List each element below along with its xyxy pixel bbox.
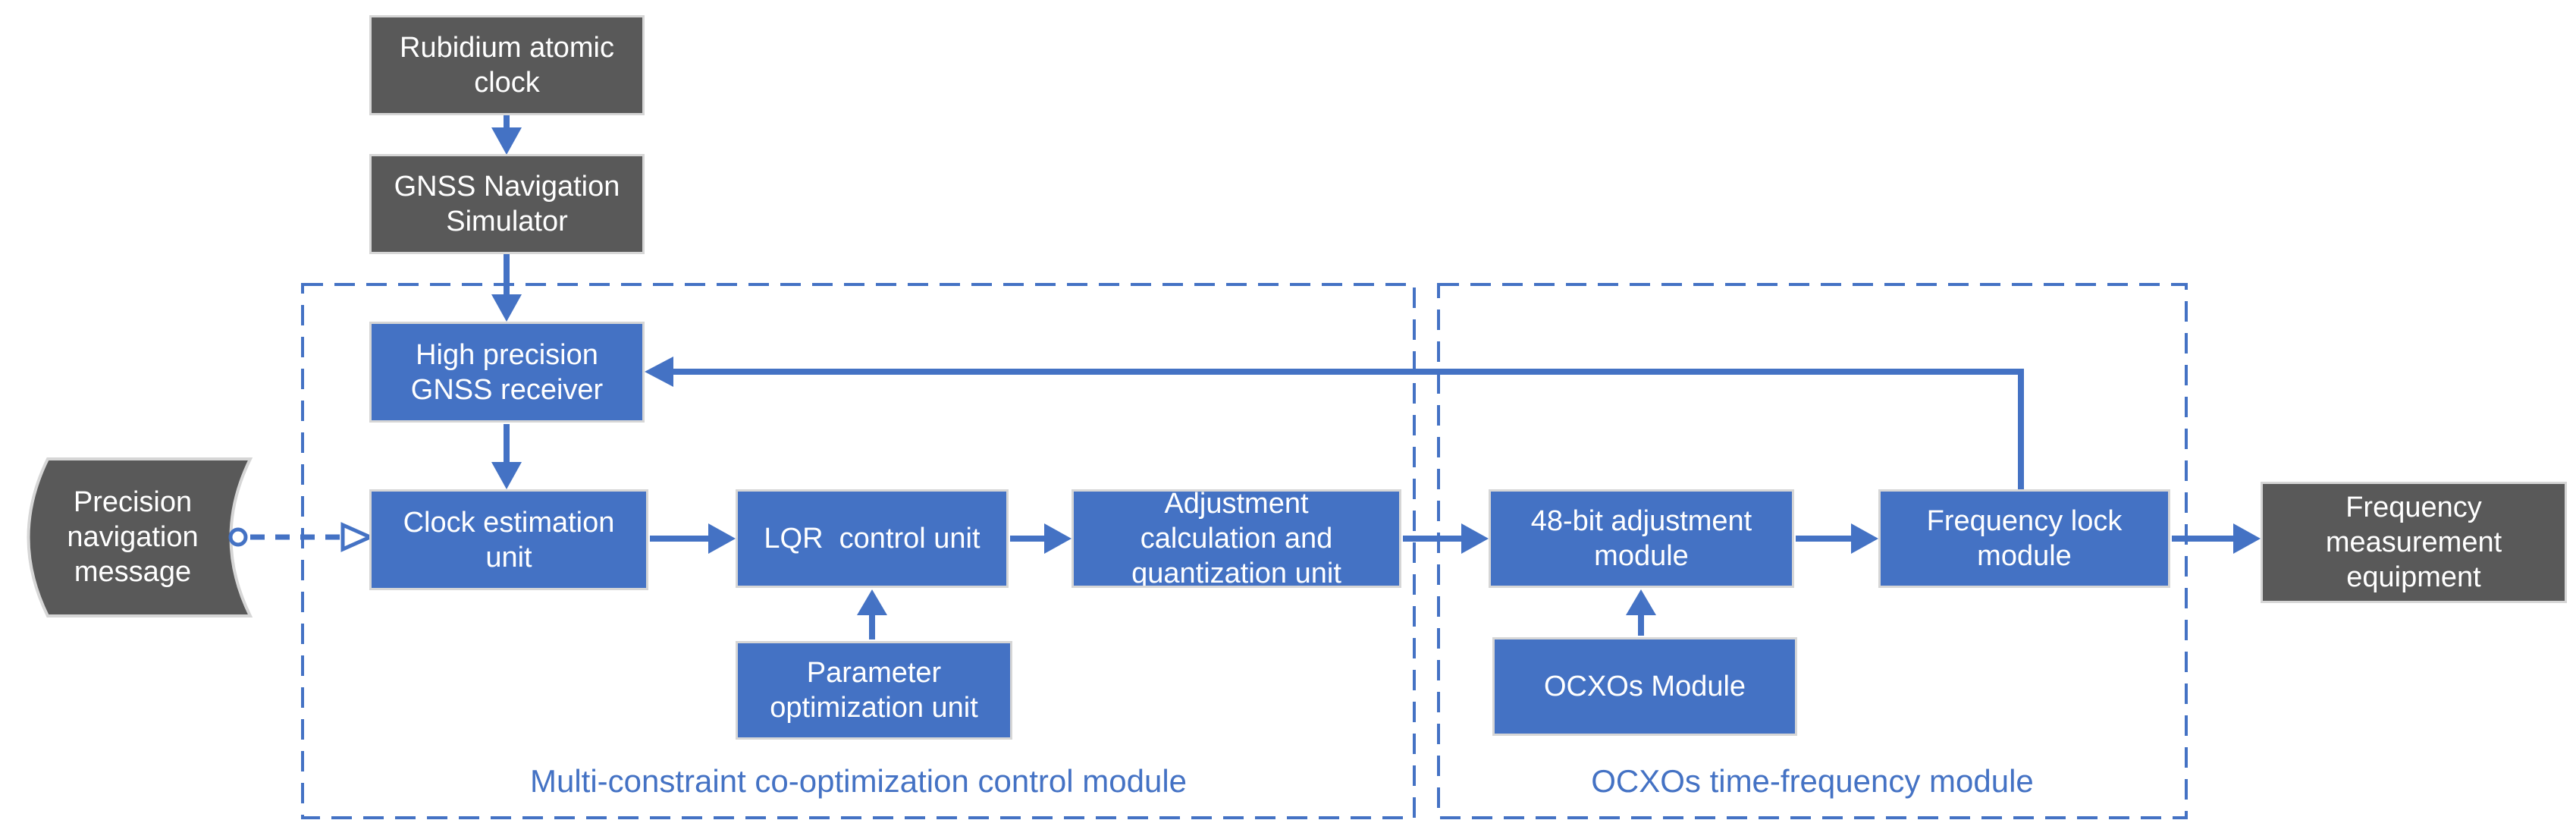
node-adjustment-calculation-quantization-unit: Adjustment calculation and quantization …	[1072, 489, 1401, 588]
node-rubidium-atomic-clock: Rubidium atomic clock	[369, 15, 645, 115]
caption-control-module: Multi-constraint co-optimization control…	[529, 763, 1188, 799]
arrow-lqr-to-adjustment	[1010, 523, 1072, 554]
arrow-parameter-to-lqr	[857, 589, 887, 639]
node-precision-navigation-message: Precision navigation message	[67, 486, 199, 588]
stored-data-shape	[27, 457, 253, 617]
caption-ocxo-module: OCXOs time-frequency module	[1591, 763, 2034, 799]
arrow-receiver-to-clock-estimation	[491, 424, 522, 489]
arrow-adjustment-to-48bit	[1403, 523, 1489, 554]
node-clock-estimation-unit: Clock estimation unit	[369, 489, 648, 590]
node-frequency-lock-module: Frequency lock module	[1878, 489, 2170, 588]
dashed-arrow-message-to-clock-estimation	[228, 522, 375, 552]
node-frequency-measurement-equipment: Frequency measurement equipment	[2261, 482, 2567, 603]
arrow-frequency-lock-to-measurement	[2172, 523, 2261, 554]
node-parameter-optimization-unit: Parameter optimization unit	[736, 641, 1012, 740]
ocxo-module-boundary	[1437, 283, 2188, 819]
arrow-simulator-to-receiver	[491, 254, 522, 322]
node-lqr-control-unit: LQR control unit	[736, 489, 1009, 588]
connector-start-circle	[228, 527, 248, 547]
control-module-boundary	[301, 283, 1416, 819]
feedback-line-frequency-lock-to-receiver	[645, 357, 2024, 489]
arrow-ocxos-to-48bit	[1626, 589, 1656, 636]
arrow-48bit-to-frequency-lock	[1796, 523, 1878, 554]
arrow-clock-estimation-to-lqr	[650, 523, 736, 554]
node-ocxos-module: OCXOs Module	[1492, 637, 1797, 736]
open-arrowhead	[340, 522, 375, 552]
node-gnss-navigation-simulator: GNSS Navigation Simulator	[369, 154, 645, 254]
node-high-precision-gnss-receiver: High precision GNSS receiver	[369, 322, 645, 423]
arrow-rubidium-to-simulator	[491, 115, 522, 155]
node-48bit-adjustment-module: 48-bit adjustment module	[1489, 489, 1794, 588]
